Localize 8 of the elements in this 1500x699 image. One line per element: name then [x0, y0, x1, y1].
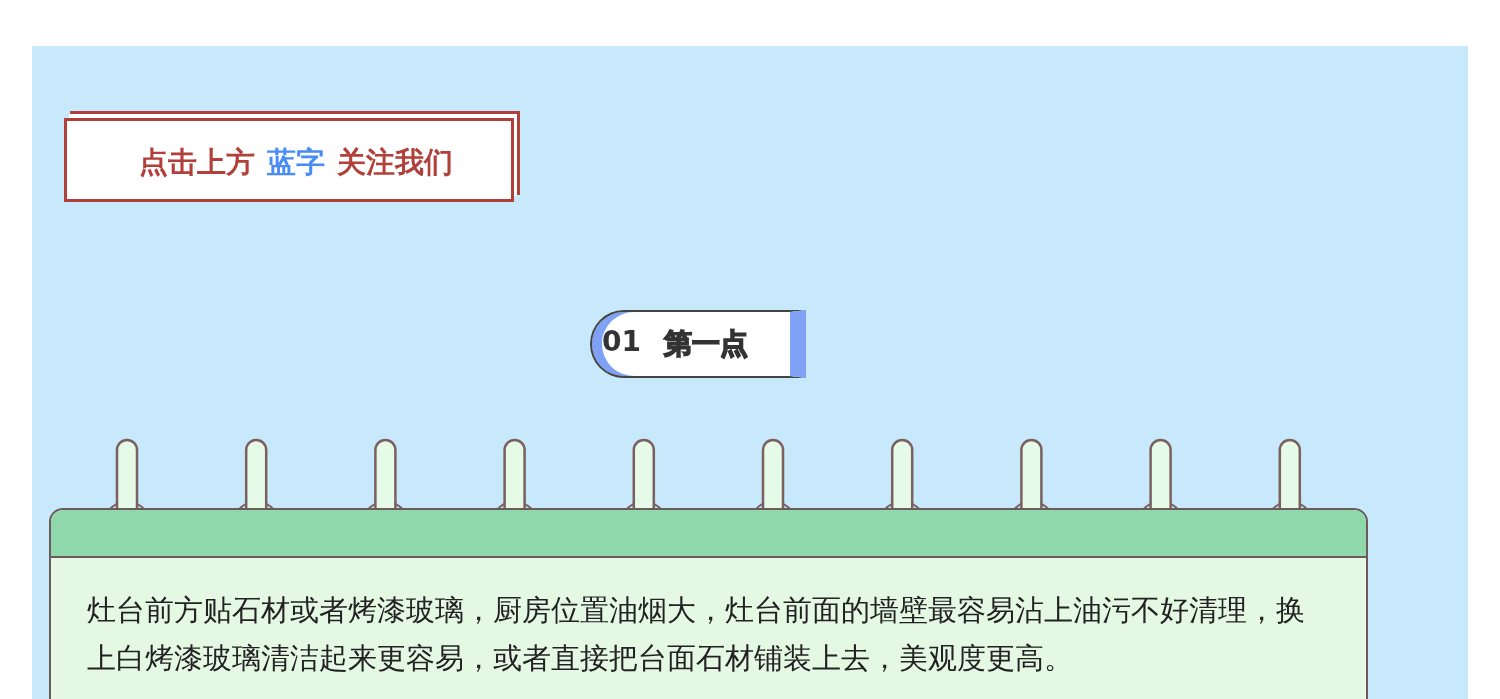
body-text: 灶台前方贴石材或者烤漆玻璃，厨房位置油烟大，灶台前面的墙壁最容易沾上油污不好清理，换上白烤漆玻璃清洁起来更容易，或者直接把台面石材铺装上去，美观度更高。	[87, 592, 1306, 677]
banner-text: 蓝字	[267, 145, 325, 179]
badge-tab	[590, 310, 806, 378]
banner-text: 关注我们	[337, 145, 453, 179]
banner-text: 点击上方	[139, 145, 255, 179]
badge-title: 第一点	[664, 326, 748, 362]
badge-number: 01	[602, 325, 641, 358]
notebook-card	[49, 508, 1368, 699]
